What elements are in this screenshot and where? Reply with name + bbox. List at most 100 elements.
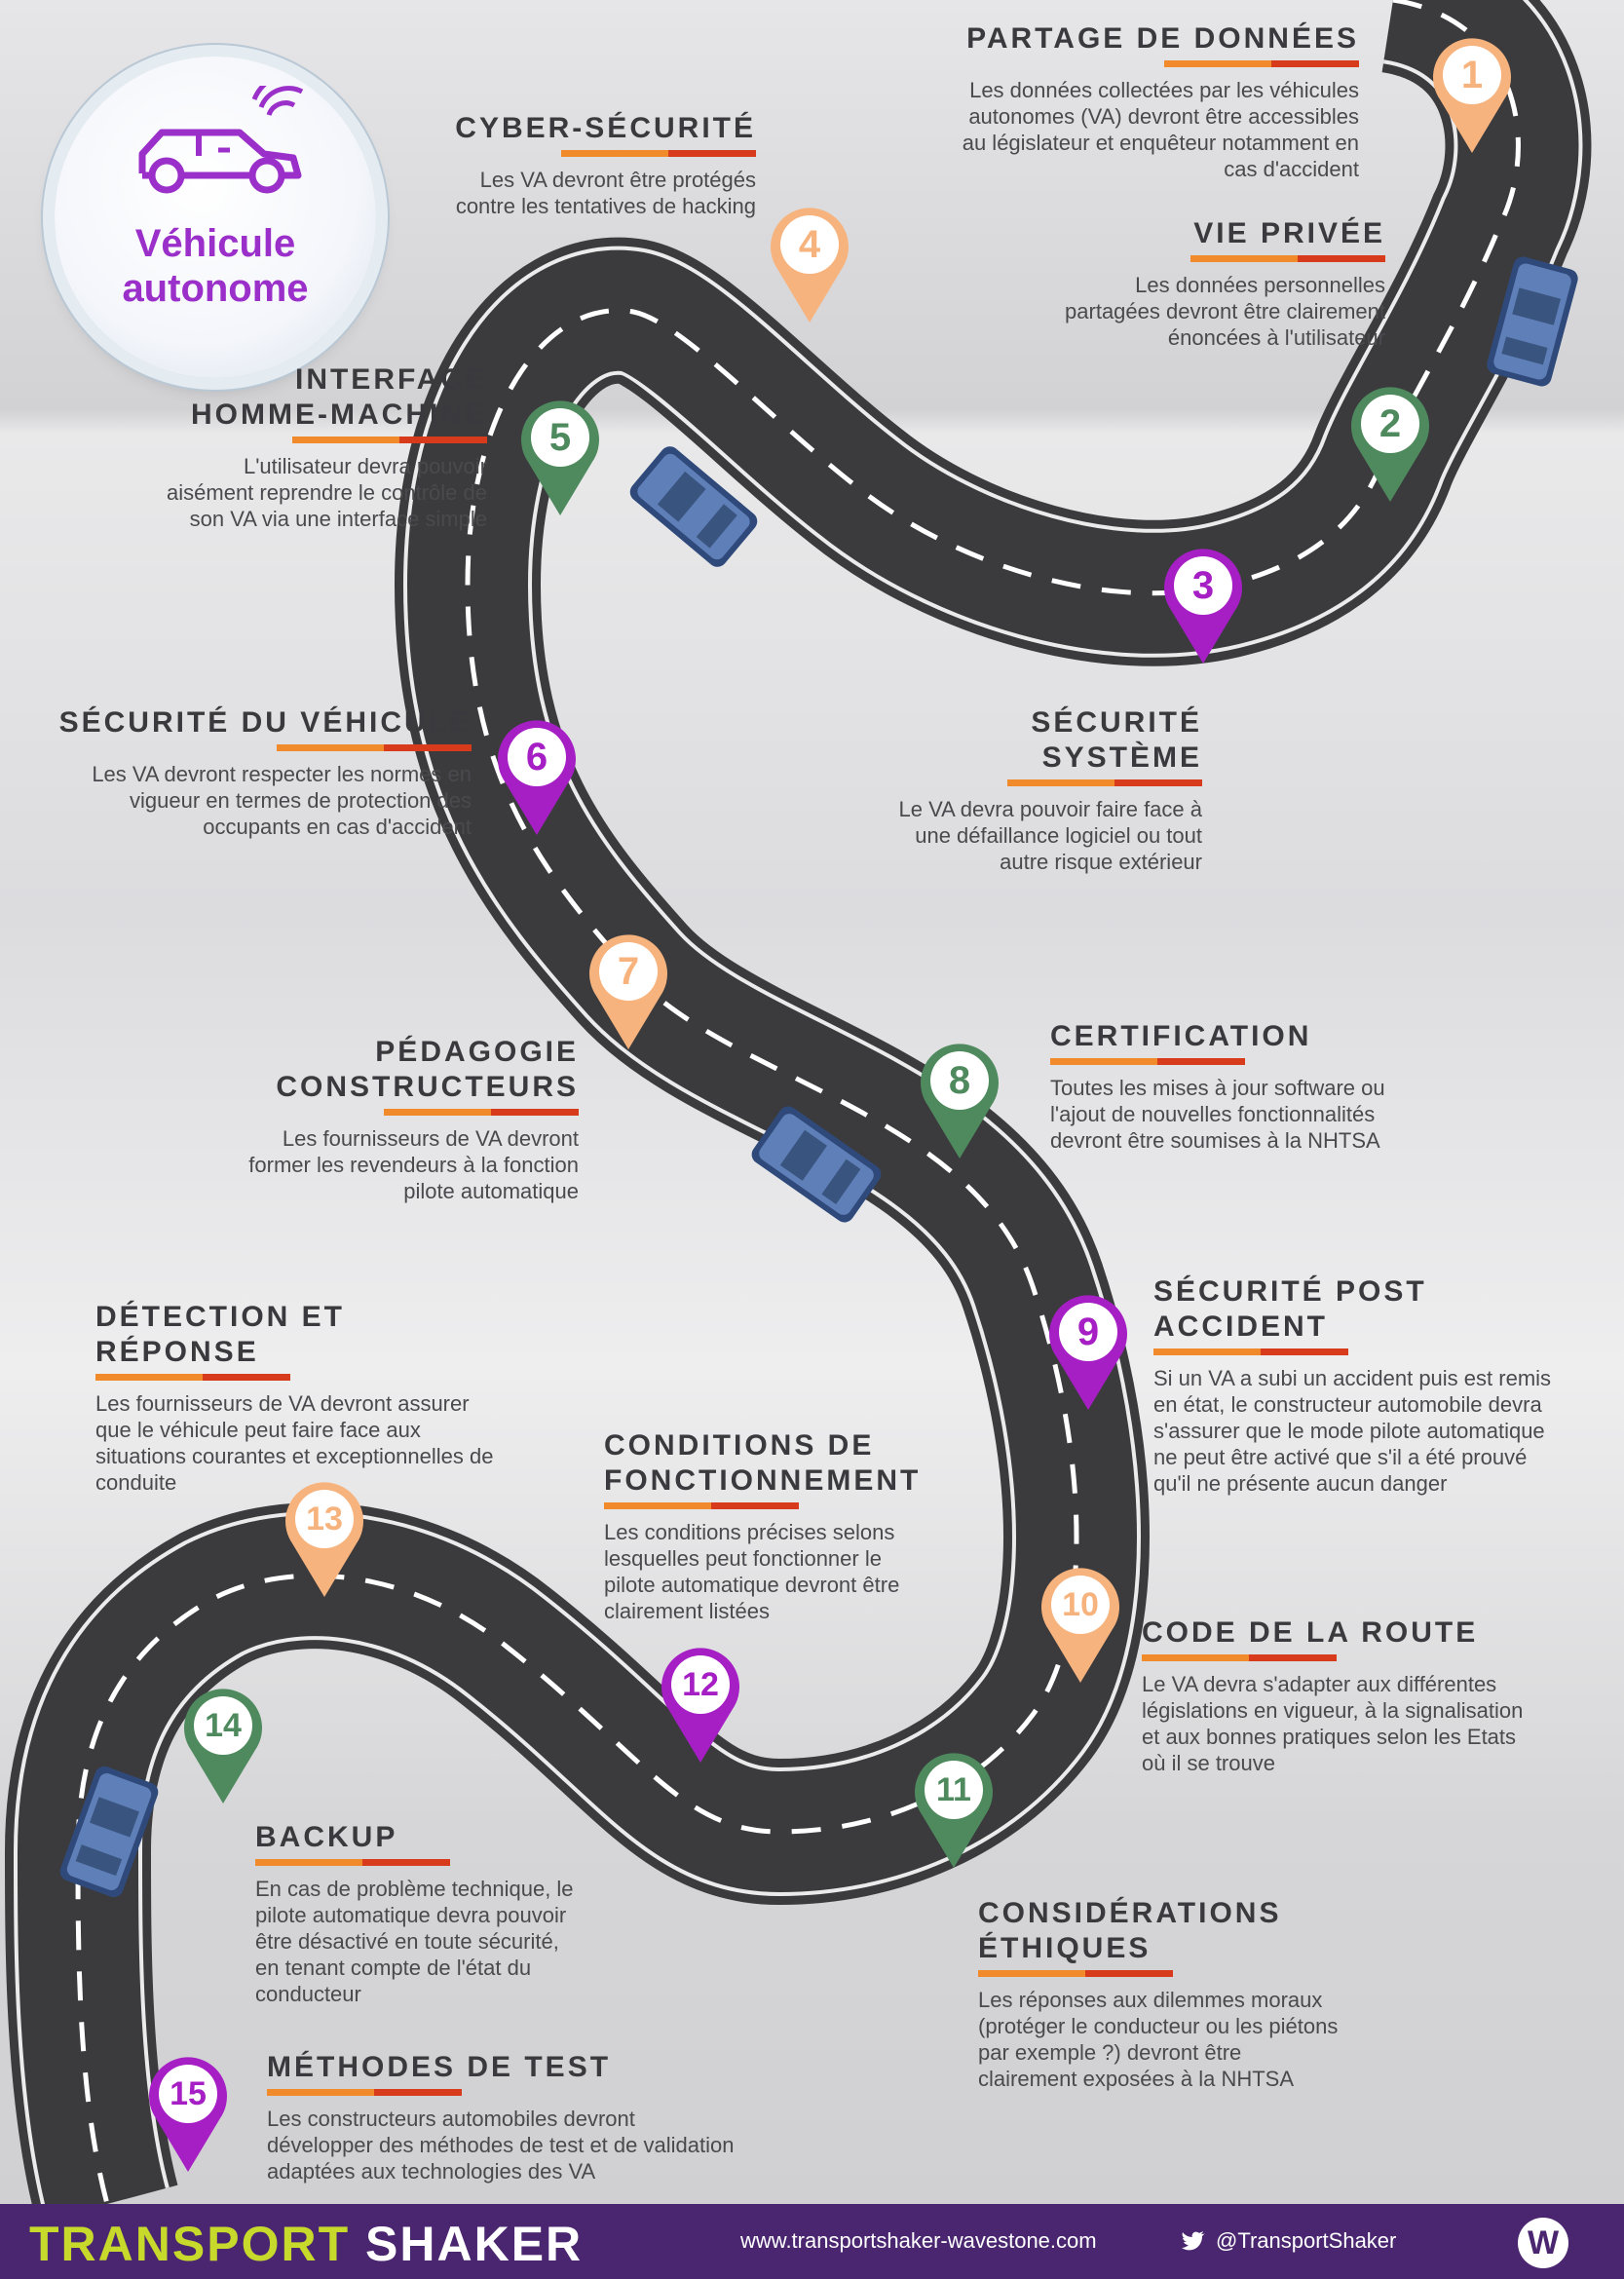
footer-bar: TRANSPORT SHAKER www.transportshaker-wav… (0, 2204, 1624, 2279)
item-title: PÉDAGOGIE CONSTRUCTEURS (276, 1036, 579, 1103)
item-10-code-de-la-route: CODE DE LA ROUTE Le VA devra s'adapter a… (1142, 1615, 1530, 1776)
car-icon (1487, 256, 1578, 387)
title-underline (267, 2089, 462, 2096)
item-title: INTERFACE HOMME-MACHINE (191, 363, 487, 431)
marker-2: 2 (1346, 380, 1434, 507)
wavestone-logo: W (1518, 2218, 1568, 2268)
item-text: Toutes les mises à jour software ou l'aj… (1050, 1076, 1385, 1153)
car-icon (629, 446, 758, 567)
item-9-securite-post-accident: SÉCURITÉ POST ACCIDENT Si un VA a subi u… (1153, 1274, 1563, 1497)
item-6-securite-du-vehicule: SÉCURITÉ DU VÉHICULE Les VA devront resp… (58, 705, 472, 840)
title-underline (255, 1859, 450, 1866)
item-11-considerations-ethiques: CONSIDÉRATIONS ÉTHIQUES Les réponses aux… (978, 1896, 1339, 2092)
title-underline (1050, 1058, 1245, 1065)
marker-number: 8 (948, 1059, 971, 1102)
item-1-partage-de-donnees: PARTAGE DE DONNÉES Les données collectée… (955, 21, 1359, 182)
title-underline (292, 437, 487, 443)
marker-12: 12 (657, 1641, 744, 1767)
title-underline (384, 1109, 579, 1116)
item-text: Les VA devront respecter les normes en v… (92, 762, 472, 839)
item-title: DÉTECTION ET RÉPONSE (95, 1301, 346, 1368)
logo-title-line1: Véhicule (134, 222, 296, 265)
item-title: BACKUP (255, 1821, 398, 1853)
title-underline (1190, 255, 1385, 262)
title-underline (1153, 1348, 1348, 1355)
marker-6: 6 (493, 713, 581, 840)
marker-number: 7 (617, 950, 640, 993)
item-title: CERTIFICATION (1050, 1020, 1312, 1052)
title-underline (95, 1374, 290, 1381)
marker-14: 14 (179, 1682, 267, 1808)
item-text: Les fournisseurs de VA devront former le… (248, 1126, 579, 1203)
item-15-methodes-de-test: MÉTHODES DE TEST Les constructeurs autom… (267, 2050, 735, 2184)
marker-10: 10 (1037, 1561, 1124, 1688)
marker-number: 11 (936, 1771, 971, 1808)
marker-number: 4 (798, 223, 821, 266)
item-text: Les fournisseurs de VA devront assurer q… (95, 1391, 494, 1495)
marker-4: 4 (766, 201, 853, 327)
marker-number: 12 (682, 1666, 719, 1703)
item-text: Les constructeurs automobiles devront dé… (267, 2107, 735, 2184)
brand-part2: SHAKER (365, 2217, 584, 2271)
item-text: Les données personnelles partagées devro… (1065, 273, 1385, 350)
item-12-conditions-de-fonctionnement: CONDITIONS DE FONCTIONNEMENT Les conditi… (604, 1428, 935, 1624)
item-5-interface-homme-machine: INTERFACE HOMME-MACHINE L'utilisateur de… (156, 362, 487, 532)
item-3-securite-systeme: SÉCURITÉ SYSTÈME Le VA devra pouvoir fai… (867, 705, 1202, 875)
marker-number: 6 (525, 736, 548, 779)
item-text: Le VA devra pouvoir faire face à une déf… (898, 797, 1202, 874)
item-text: L'utilisateur devra pouvoir aisément rep… (167, 454, 487, 531)
item-title: CYBER-SÉCURITÉ (455, 112, 756, 144)
car-icon (59, 1766, 159, 1898)
item-text: Si un VA a subi un accident puis est rem… (1153, 1366, 1552, 1496)
item-text: Le VA devra s'adapter aux différentes lé… (1142, 1672, 1524, 1775)
item-title: SÉCURITÉ DU VÉHICULE (58, 706, 472, 739)
item-title: CODE DE LA ROUTE (1142, 1616, 1479, 1649)
item-text: Les données collectées par les véhicules… (962, 78, 1359, 181)
item-title: MÉTHODES DE TEST (267, 2051, 612, 2083)
item-13-detection-et-reponse: DÉTECTION ET RÉPONSE Les fournisseurs de… (95, 1300, 495, 1496)
marker-3: 3 (1159, 542, 1247, 668)
item-title: SÉCURITÉ POST ACCIDENT (1153, 1275, 1427, 1343)
title-underline (1164, 60, 1359, 67)
marker-number: 2 (1379, 402, 1402, 445)
marker-9: 9 (1044, 1288, 1132, 1415)
item-text: Les VA devront être protégés contre les … (455, 168, 756, 218)
item-title: PARTAGE DE DONNÉES (966, 22, 1359, 55)
item-title: CONDITIONS DE FONCTIONNEMENT (604, 1429, 922, 1497)
marker-7: 7 (585, 928, 672, 1054)
item-2-vie-privee: VIE PRIVÉE Les données personnelles part… (1052, 216, 1385, 351)
marker-8: 8 (916, 1037, 1003, 1163)
marker-number: 9 (1076, 1310, 1100, 1353)
title-underline (1142, 1654, 1337, 1661)
item-text: En cas de problème technique, le pilote … (255, 1877, 574, 2006)
item-7-pedagogie-constructeurs: PÉDAGOGIE CONSTRUCTEURS Les fournisseurs… (244, 1035, 579, 1204)
item-title: SÉCURITÉ SYSTÈME (1031, 706, 1202, 774)
item-14-backup: BACKUP En cas de problème technique, le … (255, 1820, 577, 2007)
logo-badge: Véhicule autonome (55, 57, 376, 378)
brand-part1: TRANSPORT (29, 2217, 351, 2271)
twitter-handle[interactable]: @TransportShaker (1216, 2228, 1397, 2253)
item-text: Les réponses aux dilemmes moraux (protég… (978, 1988, 1339, 2091)
connected-car-icon (138, 86, 304, 194)
marker-15: 15 (144, 2050, 232, 2177)
marker-13: 13 (281, 1475, 368, 1602)
marker-number: 3 (1191, 564, 1215, 607)
marker-number: 14 (205, 1707, 242, 1744)
marker-5: 5 (516, 394, 604, 520)
item-title: CONSIDÉRATIONS ÉTHIQUES (978, 1897, 1282, 1964)
logo-title-line2: autonome (122, 267, 309, 310)
marker-number: 10 (1062, 1586, 1099, 1623)
title-underline (1007, 779, 1202, 786)
item-title: VIE PRIVÉE (1193, 217, 1385, 249)
website-link[interactable]: www.transportshaker-wavestone.com (740, 2228, 1097, 2253)
title-underline (561, 150, 756, 157)
item-text: Les conditions précises selons lesquelle… (604, 1520, 900, 1623)
car-icon (751, 1106, 882, 1223)
marker-11: 11 (910, 1746, 998, 1873)
marker-number: 13 (306, 1500, 343, 1538)
brand-logo: TRANSPORT SHAKER (29, 2216, 583, 2272)
marker-number: 1 (1460, 54, 1484, 96)
marker-number: 5 (548, 416, 572, 459)
title-underline (277, 744, 472, 751)
